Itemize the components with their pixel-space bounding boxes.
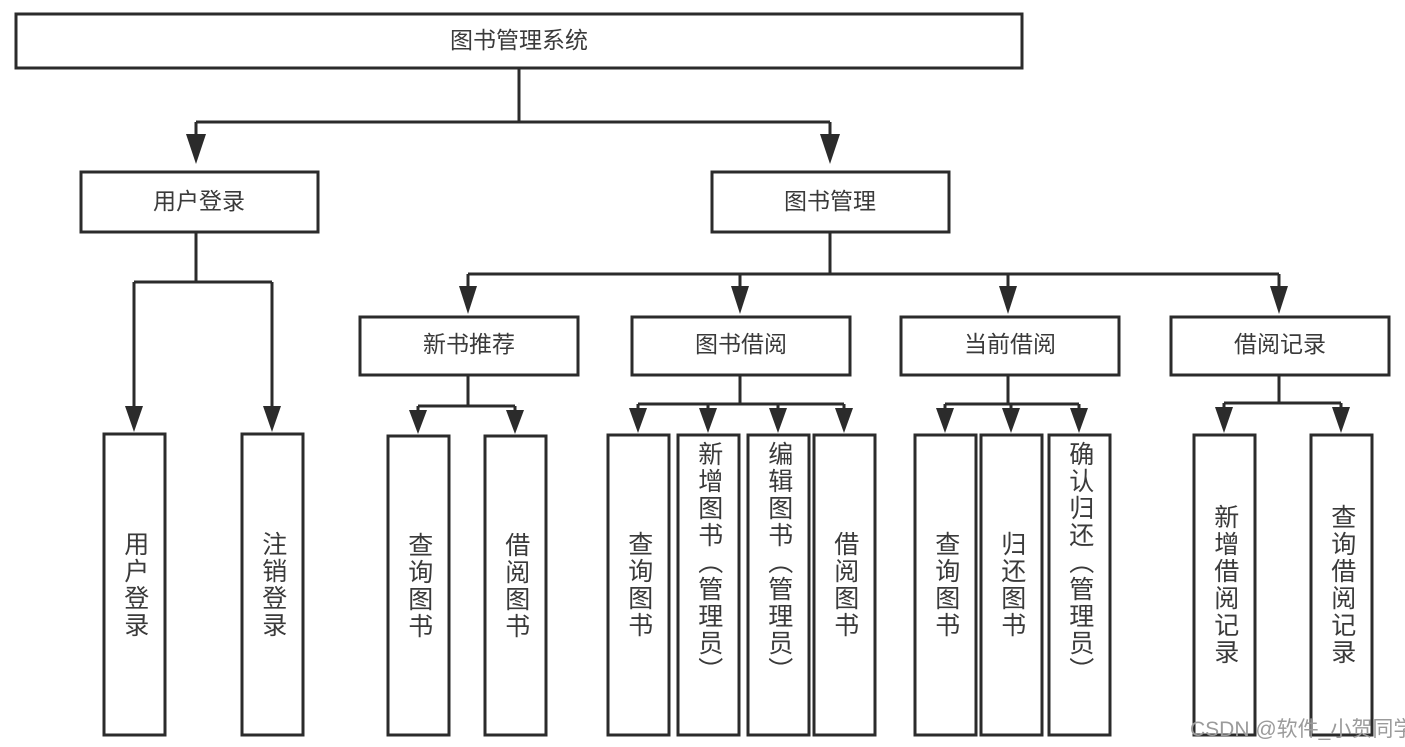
node-book-borrow-box[interactable] (630, 315, 852, 377)
connector-group-userlogin (125, 232, 281, 432)
arrowhead-bb-leaf-4 (835, 408, 853, 433)
arrowhead-nb-leaf-2 (506, 410, 524, 434)
leaf-box-bb-edit-book[interactable] (746, 433, 811, 737)
node-new-book-recommend-box[interactable] (358, 315, 580, 377)
arrowhead-br-leaf-1 (1215, 407, 1233, 433)
arrowhead-userlogin (186, 134, 206, 164)
arrowhead-bb-leaf-2 (699, 408, 717, 433)
node-book-management-box[interactable] (710, 170, 951, 234)
connector-group-newbook (409, 375, 524, 434)
arrowhead-newbook (459, 286, 477, 314)
leaf-box-cb-return-book[interactable] (979, 433, 1044, 737)
leaf-box-cb-confirm-return[interactable] (1047, 433, 1112, 737)
node-user-login-label: 用户登录 (153, 188, 245, 214)
node-book-management[interactable]: 图书管理 (710, 170, 951, 234)
arrowhead-bookborrow (731, 286, 749, 314)
arrowhead-nb-leaf-1 (409, 410, 427, 434)
arrowhead-currentborrow (999, 286, 1017, 314)
node-new-book-recommend[interactable]: 新书推荐 (358, 315, 580, 377)
node-borrow-record-label: 借阅记录 (1234, 331, 1326, 357)
node-borrow-record[interactable]: 借阅记录 (1169, 315, 1391, 377)
leaf-box-br-add-record[interactable] (1192, 433, 1257, 737)
connector-group-currentborrow (936, 375, 1088, 433)
arrowhead-leaf-logout (263, 406, 281, 432)
leaf-box-bb-add-book[interactable] (676, 433, 741, 737)
arrowhead-borrowrecord (1270, 286, 1288, 314)
arrowhead-cb-leaf-1 (936, 408, 954, 433)
leaf-box-bb-borrow-book[interactable] (812, 433, 877, 737)
connector-group-bookmgmt (459, 232, 1288, 314)
arrowhead-bb-leaf-3 (769, 408, 787, 433)
arrowhead-br-leaf-2 (1332, 407, 1350, 433)
watermark-text: CSDN @软件_小贺同学 (1190, 718, 1405, 741)
leaf-box-bb-query-book[interactable] (606, 433, 671, 737)
leaf-box-nb-borrow-book[interactable] (483, 434, 548, 737)
leaf-box-user-login[interactable] (102, 432, 167, 737)
node-root-label: 图书管理系统 (450, 27, 588, 53)
node-book-borrow-label: 图书借阅 (695, 331, 787, 357)
node-current-borrow[interactable]: 当前借阅 (899, 315, 1121, 377)
connector-group-root (186, 68, 840, 164)
arrowhead-leaf-user-login (125, 406, 143, 432)
arrowhead-bookmgmt (820, 134, 840, 164)
connector-group-bookborrow (629, 375, 853, 433)
leaf-box-nb-query-book[interactable] (386, 434, 451, 737)
node-root-box[interactable] (14, 12, 1024, 70)
arrowhead-cb-leaf-2 (1002, 408, 1020, 433)
node-book-borrow[interactable]: 图书借阅 (630, 315, 852, 377)
node-user-login-box[interactable] (79, 170, 320, 234)
leaf-box-cb-query-book[interactable] (913, 433, 978, 737)
connector-group-borrowrecord (1215, 375, 1350, 433)
node-book-management-label: 图书管理 (784, 188, 876, 214)
leaf-box-br-query-record[interactable] (1309, 433, 1374, 737)
node-new-book-recommend-label: 新书推荐 (423, 331, 515, 357)
arrowhead-cb-leaf-3 (1070, 408, 1088, 433)
arrowhead-bb-leaf-1 (629, 408, 647, 433)
node-current-borrow-label: 当前借阅 (964, 331, 1056, 357)
node-root[interactable]: 图书管理系统 (14, 12, 1024, 70)
node-user-login[interactable]: 用户登录 (79, 170, 320, 234)
node-borrow-record-box[interactable] (1169, 315, 1391, 377)
node-current-borrow-box[interactable] (899, 315, 1121, 377)
leaf-box-logout[interactable] (240, 432, 305, 737)
